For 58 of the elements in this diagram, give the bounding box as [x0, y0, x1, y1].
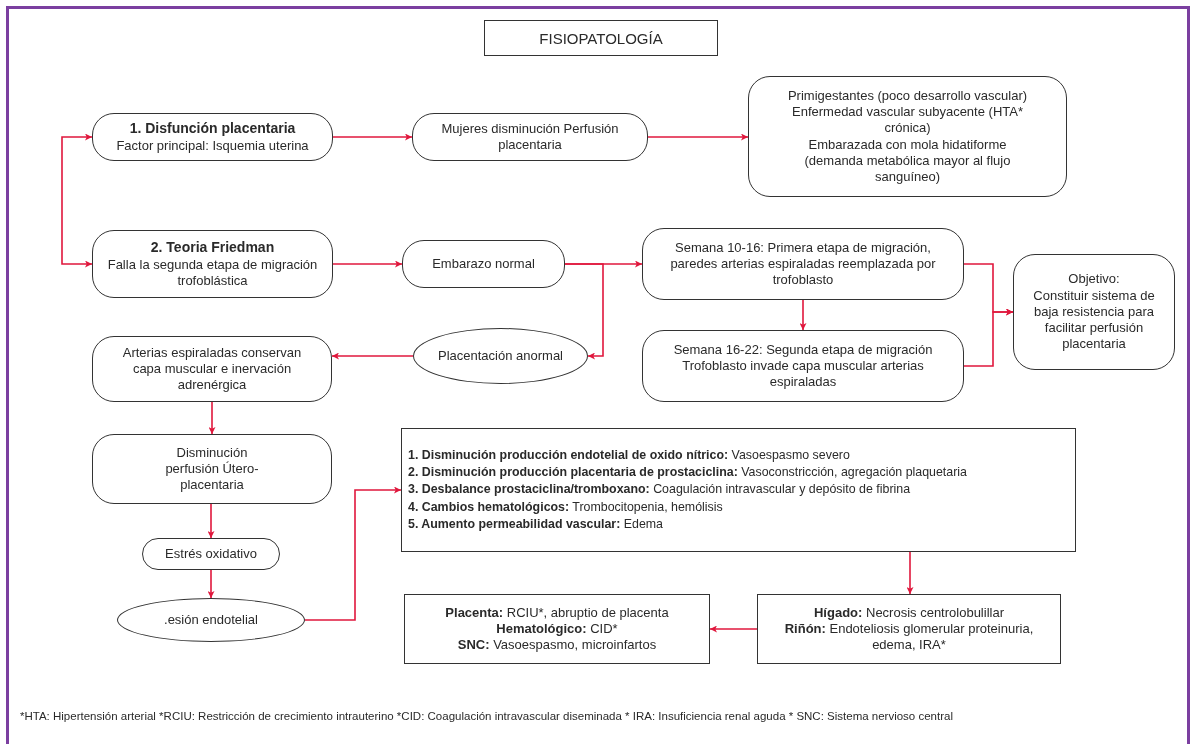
node-text: Disminución perfusión Útero- placentaria [164, 444, 260, 494]
node-text: Factor principal: Isquemia uterina [116, 137, 309, 154]
rounded-box [642, 330, 964, 402]
rounded-box [142, 538, 280, 570]
arrow [709, 625, 758, 633]
node-text: Hígado: Necrosis centrolobulillar [814, 604, 1004, 621]
node-text: Placenta: RCIU*, abruptio de placenta [445, 604, 669, 621]
node-text: .esión endotelial [164, 611, 258, 629]
footnote: *HTA: Hipertensión arterial *RCIU: Restricción de crecimiento intrauterino *CID: Coagulación intravascular diseminada * IRA: Insuficiencia renal aguda * SNC: Sistema nervioso central [20, 710, 953, 722]
node-text: Enfermedad vascular subyacente (HTA* crónica) [791, 104, 1024, 137]
arrow [799, 299, 807, 331]
node-text: Arterias espiraladas conservan capa muscular e inervación adrenérgica [121, 344, 303, 394]
node-text: SNC: Vasoespasmo, microinfartos [457, 637, 657, 654]
rounded-box [412, 113, 648, 161]
node-text: Primigestantes (poco desarrollo vascular) [787, 87, 1028, 104]
node-text: Hematológico: CID* [496, 620, 618, 638]
arrow [906, 551, 914, 595]
node-text: Estrés oxidativo [165, 545, 257, 563]
arrow [207, 569, 215, 599]
node-text: Embarazada con mola hidatiforme (demanda metabólica mayor al flujo sanguíneo) [803, 136, 1012, 186]
arrow [332, 260, 403, 268]
node-text: Embarazo normal [432, 255, 535, 273]
node-text: Falla la segunda etapa de migración trofoblástica [106, 256, 319, 289]
node-text: Riñón: Endoteliosis glomerular proteinuria, edema, IRA* [783, 620, 1035, 654]
node-heading: 2. Teoria Friedman [150, 239, 275, 257]
arrow [647, 133, 749, 141]
arrow [963, 308, 1014, 367]
arrow [564, 263, 604, 360]
arrow [331, 352, 414, 360]
list-item: 2. Disminución producción placentaria de prostaciclina: Vasoconstricción, agregación plaquetaria [408, 463, 967, 481]
arrow [304, 486, 402, 621]
list-item: 5. Aumento permeabilidad vascular: Edema [408, 516, 663, 534]
rounded-box [92, 113, 333, 161]
node-text: Constituir sistema de baja resistencia para facilitar perfusión placentaria [1032, 287, 1156, 353]
arrow [61, 133, 93, 268]
node-text: Objetivo: [1068, 271, 1120, 288]
process-box [404, 594, 710, 664]
rounded-box [92, 434, 332, 504]
list-item: 1. Disminución producción endotelial de oxido nítrico: Vasoespasmo severo [408, 446, 850, 464]
list-item: 4. Cambios hematológicos: Trombocitopenia, hemólisis [408, 498, 723, 516]
title-box: FISIOPATOLOGÍA [484, 20, 718, 56]
node-text: Mujeres disminución Perfusión placentaria [440, 120, 620, 154]
rounded-box [748, 76, 1067, 197]
node-text: Semana 10-16: Primera etapa de migración, paredes arterias espiraladas reemplazada por trofoblasto [669, 239, 937, 289]
node-heading: 1. Disfunción placentaria [129, 120, 296, 138]
list-box [401, 428, 1076, 552]
rounded-box [642, 228, 964, 300]
rounded-box [1013, 254, 1175, 370]
node-text: Placentación anormal [438, 347, 563, 365]
list-item: 3. Desbalance prostaciclina/tromboxano: Coagulación intravascular y depósito de fibrina [408, 481, 911, 499]
arrow [208, 401, 216, 435]
rounded-box [402, 240, 565, 288]
process-box [757, 594, 1061, 664]
node-text: Semana 16-22: Segunda etapa de migración Trofoblasto invade capa muscular arterias espiraladas [672, 341, 934, 391]
arrow [207, 503, 215, 539]
rounded-box [92, 336, 332, 402]
arrow [332, 133, 413, 141]
rounded-box [92, 230, 333, 298]
